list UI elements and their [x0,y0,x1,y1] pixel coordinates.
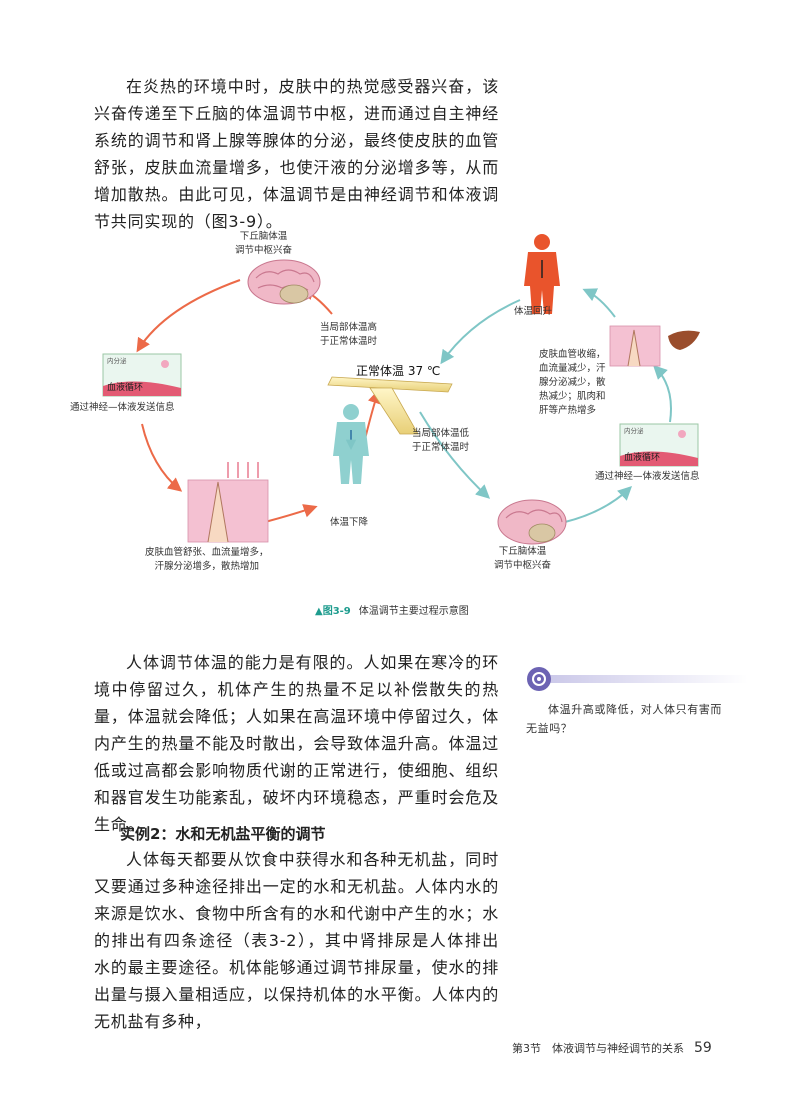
brain-icon [247,259,321,305]
label-body-down: 体温下降 [330,517,369,528]
hormone-inset-left [102,353,182,397]
inset-secrete-right: 内分泌 [624,426,644,435]
arrow-center-to-brain-bottom [419,411,491,499]
liver-icon [668,330,700,350]
section-heading: 实例2：水和无机盐平衡的调节 [120,825,326,843]
body-cool-icon [333,404,369,484]
figure-caption: ▲图3-9 体温调节主要过程示意图 [315,602,469,617]
page-footer: 第3节 体液调节与神经调节的关系 59 [512,1040,712,1056]
arrow-hormone-to-skin-right [653,365,672,423]
body-warm-icon [524,234,560,314]
paragraph-limited-ability: 人体调节体温的能力是有限的。人如果在寒冷的环境中停留过久，机体产生的热量不足以补… [94,653,499,834]
label-skin-right: 皮肤血管收缩， 血流量减少，汗 腺分泌减少，散 热减少；肌肉和 肝等产热增多 [539,349,606,416]
skin-icon-left [187,462,269,543]
arrow-brain-to-hormone-left [136,279,241,353]
side-note-question: 体温升高或降低，对人体只有害而无益吗？ [526,703,722,735]
skin-icon-right [609,325,661,367]
page-number: 59 [694,1040,712,1056]
paragraph-heat-regulation: 在炎热的环境中时，皮肤中的热觉感受器兴奋，该兴奋传递至下丘脑的体温调节中枢，进而… [94,77,499,231]
inset-blood-right: 血液循环 [624,451,660,463]
arrow-body-up-to-center [440,299,521,365]
label-condition-low: 当局部体温低 于正常体温时 [412,428,470,453]
label-body-up: 体温回升 [514,306,553,317]
inset-blood-left: 血液循环 [107,381,143,393]
arrow-brain-to-hormone-right [564,486,633,523]
paragraph-water-balance: 人体每天都要从饮食中获得水和各种无机盐，同时又要通过多种途径排出一定的水和无机盐… [94,850,499,1031]
figure-title: 体温调节主要过程示意图 [358,606,469,617]
inset-secrete-left: 内分泌 [107,356,127,365]
label-brain-top: 下丘脑体温 调节中枢兴奋 [235,231,293,256]
label-condition-high: 当局部体温高 于正常体温时 [320,322,378,347]
discussion-icon [527,667,748,691]
normal-temperature-label: 正常体温 37 ℃ [356,364,440,378]
hormone-inset-right [619,423,699,467]
label-brain-bottom: 下丘脑体温 调节中枢兴奋 [494,546,552,571]
label-hormone-right: 通过神经—体液发送信息 [595,471,700,482]
footer-section: 第3节 体液调节与神经调节的关系 [512,1042,684,1055]
thermoregulation-diagram: 内分泌 血液循环 内分泌 血液循环 正常体温 37 ℃ [102,234,700,545]
label-skin-left: 皮肤血管舒张、血流量增多， 汗腺分泌增多，散热增加 [145,547,269,572]
arrow-skin-to-body-down [264,504,318,523]
figure-number: ▲图3-9 [315,606,351,617]
arrow-hormone-to-skin-left [141,423,183,492]
arrow-skin-to-body-up [582,288,616,318]
seesaw-icon [327,376,453,435]
brain-icon [497,499,567,545]
label-hormone-left: 通过神经—体液发送信息 [70,402,175,413]
